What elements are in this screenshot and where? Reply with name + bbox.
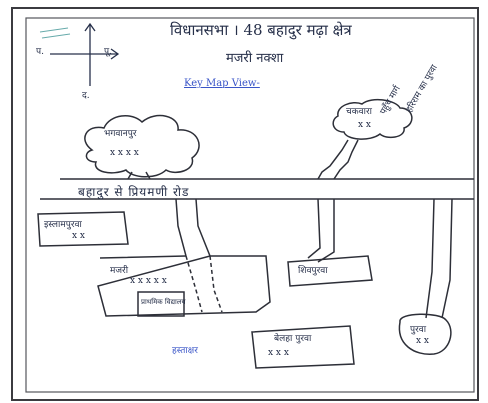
village-label-islampurva: इस्लामपुरवा (44, 220, 82, 230)
road-label: बहादुर से प्रियमणी रोड (78, 185, 190, 199)
village-label-shivpurva: शिवपुरवा (298, 266, 328, 276)
village-marks-chakwara: x x (358, 120, 372, 130)
village-label-mazari: मजरी (110, 266, 129, 276)
key-map-label: Key Map View- (184, 78, 260, 89)
village-chakwara (317, 98, 413, 180)
village-marks-islampurva: x x (72, 231, 86, 241)
compass-south: द. (82, 91, 90, 101)
map-subtitle: मजरी नक्शा (226, 51, 284, 66)
village-label-school: प्राथमिक विद्यालय (141, 298, 186, 306)
signature-annotation: हस्ताक्षर (172, 346, 198, 356)
village-shivpurva (287, 255, 373, 287)
outer-border (11, 7, 479, 401)
village-bhagwanpur (84, 114, 200, 180)
village-mazari (97, 255, 271, 317)
compass-rose (39, 22, 120, 86)
compass-west: प. (36, 47, 44, 57)
village-label-chakwara: चकवारा (346, 107, 372, 117)
village-label-bhagwanpur: भगवानपुर (104, 129, 137, 139)
inner-border (25, 17, 475, 393)
map-title: विधानसभा । 48 बहादुर मढ़ा क्षेत्र (170, 21, 352, 39)
main-road (40, 178, 474, 200)
village-islampurva (37, 211, 129, 247)
village-marks-belha-purva: x x x (268, 348, 289, 358)
village-small-purva (398, 313, 452, 355)
village-marks-bhagwanpur: x x x x (110, 148, 139, 158)
village-marks-small-purva: x x (416, 336, 430, 346)
village-label-belha-purva: बेलहा पुरवा (274, 334, 312, 344)
village-marks-mazari: x x x x x (130, 276, 167, 286)
compass-east: पू. (104, 47, 112, 57)
village-label-small-purva: पुरवा (410, 325, 427, 335)
village-belha-purva (251, 325, 355, 369)
